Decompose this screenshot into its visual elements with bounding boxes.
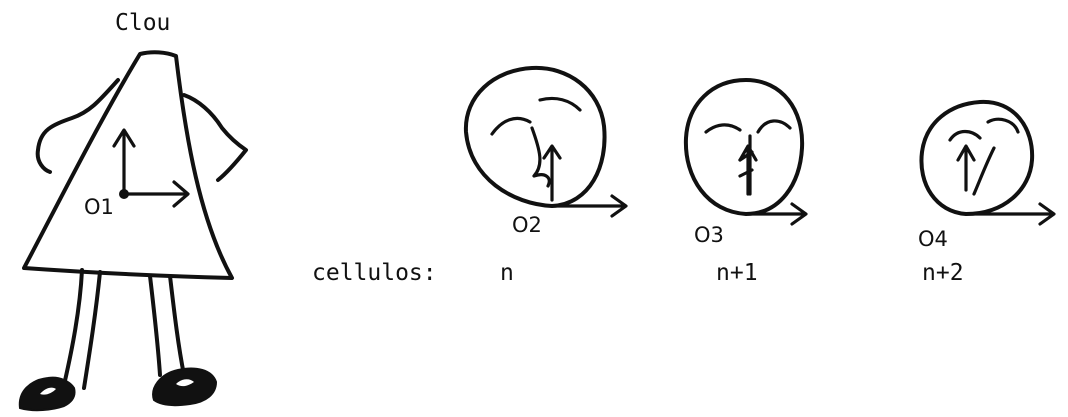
face-n-brow-right [540,98,580,110]
cel-label-n-plus-1: n+1 [716,260,758,286]
clou-title: Clou [115,10,170,36]
origin-label-o2: O2 [512,213,542,237]
clou-left-arm [38,80,118,172]
face-n2-brow-right [988,119,1018,132]
clou-right-leg [150,276,184,375]
face-n1-axis-right [748,204,806,224]
face-n2-axis-right [966,204,1054,224]
face-n2-axis-up [958,146,974,190]
face-n1-brow-left [706,125,740,132]
face-n1-brow-right [758,121,790,132]
origin-label-o3: O3 [694,223,724,247]
origin-label-o4: O4 [918,227,948,251]
face-n-nose [532,128,549,186]
face-circle-n-plus-2 [921,102,1032,214]
body-origin-label: O1 [84,195,114,219]
frame-n: O2 [466,68,626,237]
clou-body-triangle [24,52,232,278]
cel-label-n: n [500,260,514,286]
cel-label-n-plus-2: n+2 [922,260,964,286]
face-circle-n-plus-1 [686,80,802,214]
body-axes [114,130,188,206]
frame-n-plus-2: O4 [918,102,1054,251]
face-n-brow-left [492,118,530,134]
cel-prefix-label: cellulos: [312,260,437,286]
face-n1-nose [740,136,752,194]
clou-left-leg [64,270,100,388]
face-n-axis-right [552,196,626,216]
clou-figure: Clou O1 [20,10,246,410]
clou-right-shoe [153,369,216,406]
face-n2-brow-left [950,132,980,141]
face-n2-nose [974,148,994,194]
face-n-axis-up [544,146,560,200]
frame-n-plus-1: O3 [686,80,806,247]
